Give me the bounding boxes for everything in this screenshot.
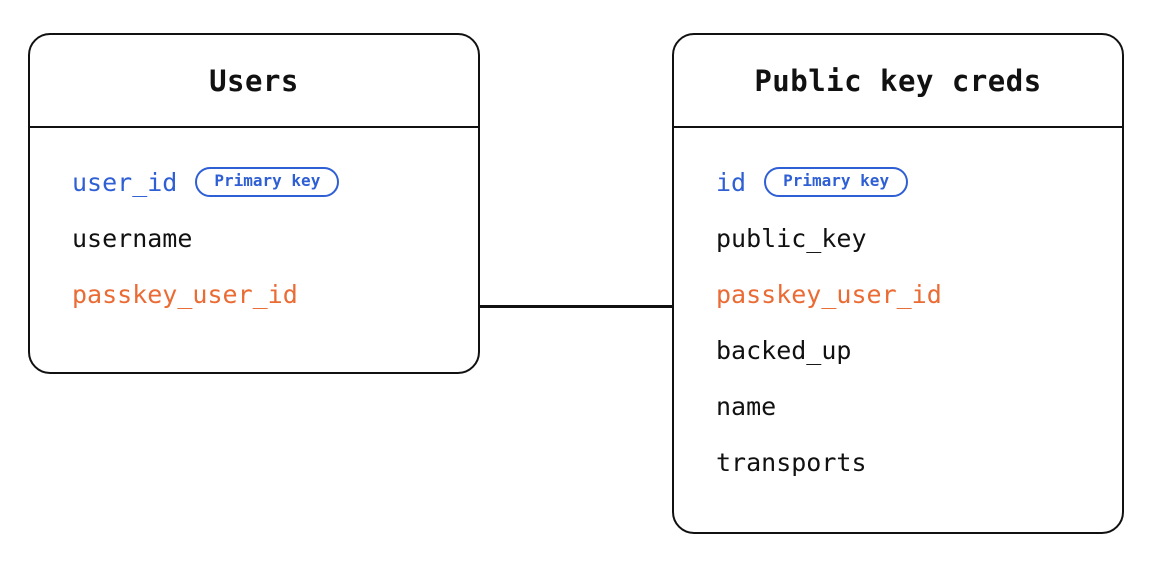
field-row[interactable]: passkey_user_id	[30, 266, 478, 322]
field-name-passkey-user-id: passkey_user_id	[716, 279, 942, 309]
entity-public-key-creds[interactable]: Public key creds id Primary key public_k…	[672, 33, 1124, 534]
field-row[interactable]: passkey_user_id	[674, 266, 1122, 322]
entity-public-key-creds-header: Public key creds	[674, 35, 1122, 128]
field-name-user-id: user_id	[72, 167, 178, 197]
entity-users-title: Users	[209, 63, 299, 98]
entity-public-key-creds-fields: id Primary key public_key passkey_user_i…	[674, 128, 1122, 516]
field-row[interactable]: public_key	[674, 210, 1122, 266]
field-row[interactable]: backed_up	[674, 322, 1122, 378]
field-row[interactable]: transports	[674, 434, 1122, 490]
field-row[interactable]: user_id Primary key	[30, 154, 478, 210]
relationship-connector-passkey-user-id	[478, 305, 674, 308]
field-name-passkey-user-id: passkey_user_id	[72, 279, 298, 309]
field-name-id: id	[716, 167, 747, 197]
field-name-public-key: public_key	[716, 223, 867, 253]
entity-public-key-creds-title: Public key creds	[754, 63, 1042, 98]
entity-users-fields: user_id Primary key username passkey_use…	[30, 128, 478, 348]
field-name-transports: transports	[716, 447, 867, 477]
field-name-username: username	[72, 223, 193, 253]
field-name-name: name	[716, 391, 777, 421]
field-row[interactable]: username	[30, 210, 478, 266]
field-row[interactable]: name	[674, 378, 1122, 434]
entity-users[interactable]: Users user_id Primary key username passk…	[28, 33, 480, 374]
field-row[interactable]: id Primary key	[674, 154, 1122, 210]
field-name-backed-up: backed_up	[716, 335, 852, 365]
primary-key-badge: Primary key	[764, 166, 909, 198]
primary-key-badge: Primary key	[195, 166, 340, 198]
entity-users-header: Users	[30, 35, 478, 128]
